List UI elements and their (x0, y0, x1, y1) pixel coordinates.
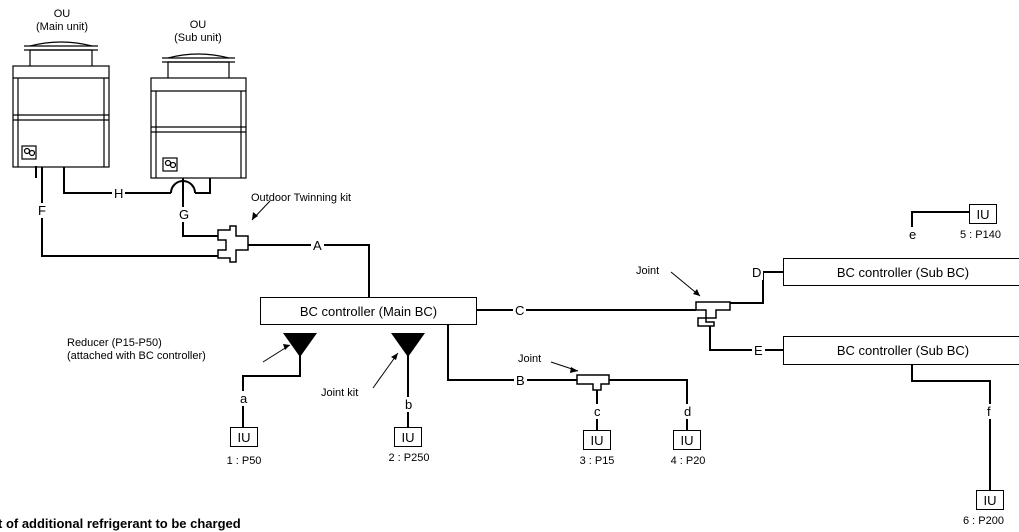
ou-sub-label-line2: (Sub unit) (174, 32, 222, 44)
outdoor-twinning-kit (217, 225, 249, 263)
ou-sub-label: OU (Sub unit) (174, 19, 222, 45)
joint-lower-label: Joint (518, 353, 542, 365)
indoor-unit-2: IU (394, 427, 422, 447)
joint-kit-label: Joint kit (321, 387, 359, 399)
pipe-label-e: e (907, 227, 919, 242)
outdoor-unit-main (12, 41, 110, 178)
bc-controller-main: BC controller (Main BC) (260, 297, 477, 325)
indoor-unit-4-label: 4 : P20 (670, 455, 706, 467)
indoor-unit-3: IU (583, 430, 611, 450)
pipe-label-b: b (403, 397, 415, 412)
leader-lines (251, 200, 701, 389)
section-title: t of additional refrigerant to be charge… (0, 516, 241, 531)
reducer-label-line2: (attached with BC controller) (67, 350, 206, 362)
pipe-label-D: D (750, 265, 764, 280)
ou-main-label-line2: (Main unit) (36, 21, 88, 33)
indoor-unit-6: IU (976, 490, 1004, 510)
ou-main-label-line1: OU (53, 8, 71, 20)
joint-kit-symbol (391, 333, 425, 357)
outdoor-twinning-kit-label: Outdoor Twinning kit (251, 192, 352, 204)
pipe-label-A: A (311, 238, 324, 253)
pipe-label-F: F (36, 203, 48, 218)
pipe-label-f: f (985, 404, 993, 419)
reducer-label: Reducer (P15-P50) (attached with BC cont… (67, 337, 206, 363)
indoor-unit-2-label: 2 : P250 (388, 452, 430, 464)
joint-upper-symbol (695, 301, 731, 327)
indoor-unit-5-label: 5 : P140 (960, 229, 1001, 241)
indoor-unit-6-label: 6 : P200 (963, 515, 1004, 527)
pipe-label-B: B (514, 373, 527, 388)
reducer-label-line1: Reducer (P15-P50) (67, 337, 162, 349)
pipe-label-C: C (513, 303, 527, 318)
pipe-label-c: c (592, 404, 603, 419)
pipe-label-H: H (112, 186, 126, 201)
reducer-symbol (283, 333, 317, 357)
joint-lower-symbol (576, 374, 610, 391)
ou-main-label: OU (Main unit) (36, 8, 88, 34)
indoor-unit-1: IU (230, 427, 258, 447)
indoor-unit-3-label: 3 : P15 (579, 455, 615, 467)
bc-controller-sub-1: BC controller (Sub BC) (783, 258, 1019, 286)
arrow-heads (252, 212, 700, 373)
outdoor-unit-sub (150, 53, 247, 179)
joint-upper-label: Joint (636, 265, 660, 277)
pipe-label-E: E (752, 343, 765, 358)
refrigerant-pipes (41, 167, 991, 490)
pipe-label-a: a (238, 391, 250, 406)
indoor-unit-1-label: 1 : P50 (226, 455, 262, 467)
pipe-label-d: d (682, 404, 694, 419)
indoor-unit-4: IU (673, 430, 701, 450)
bc-controller-sub-2: BC controller (Sub BC) (783, 336, 1019, 365)
indoor-unit-5: IU (969, 204, 997, 224)
pipe-label-G: G (177, 207, 192, 222)
ou-sub-label-line1: OU (189, 19, 207, 31)
